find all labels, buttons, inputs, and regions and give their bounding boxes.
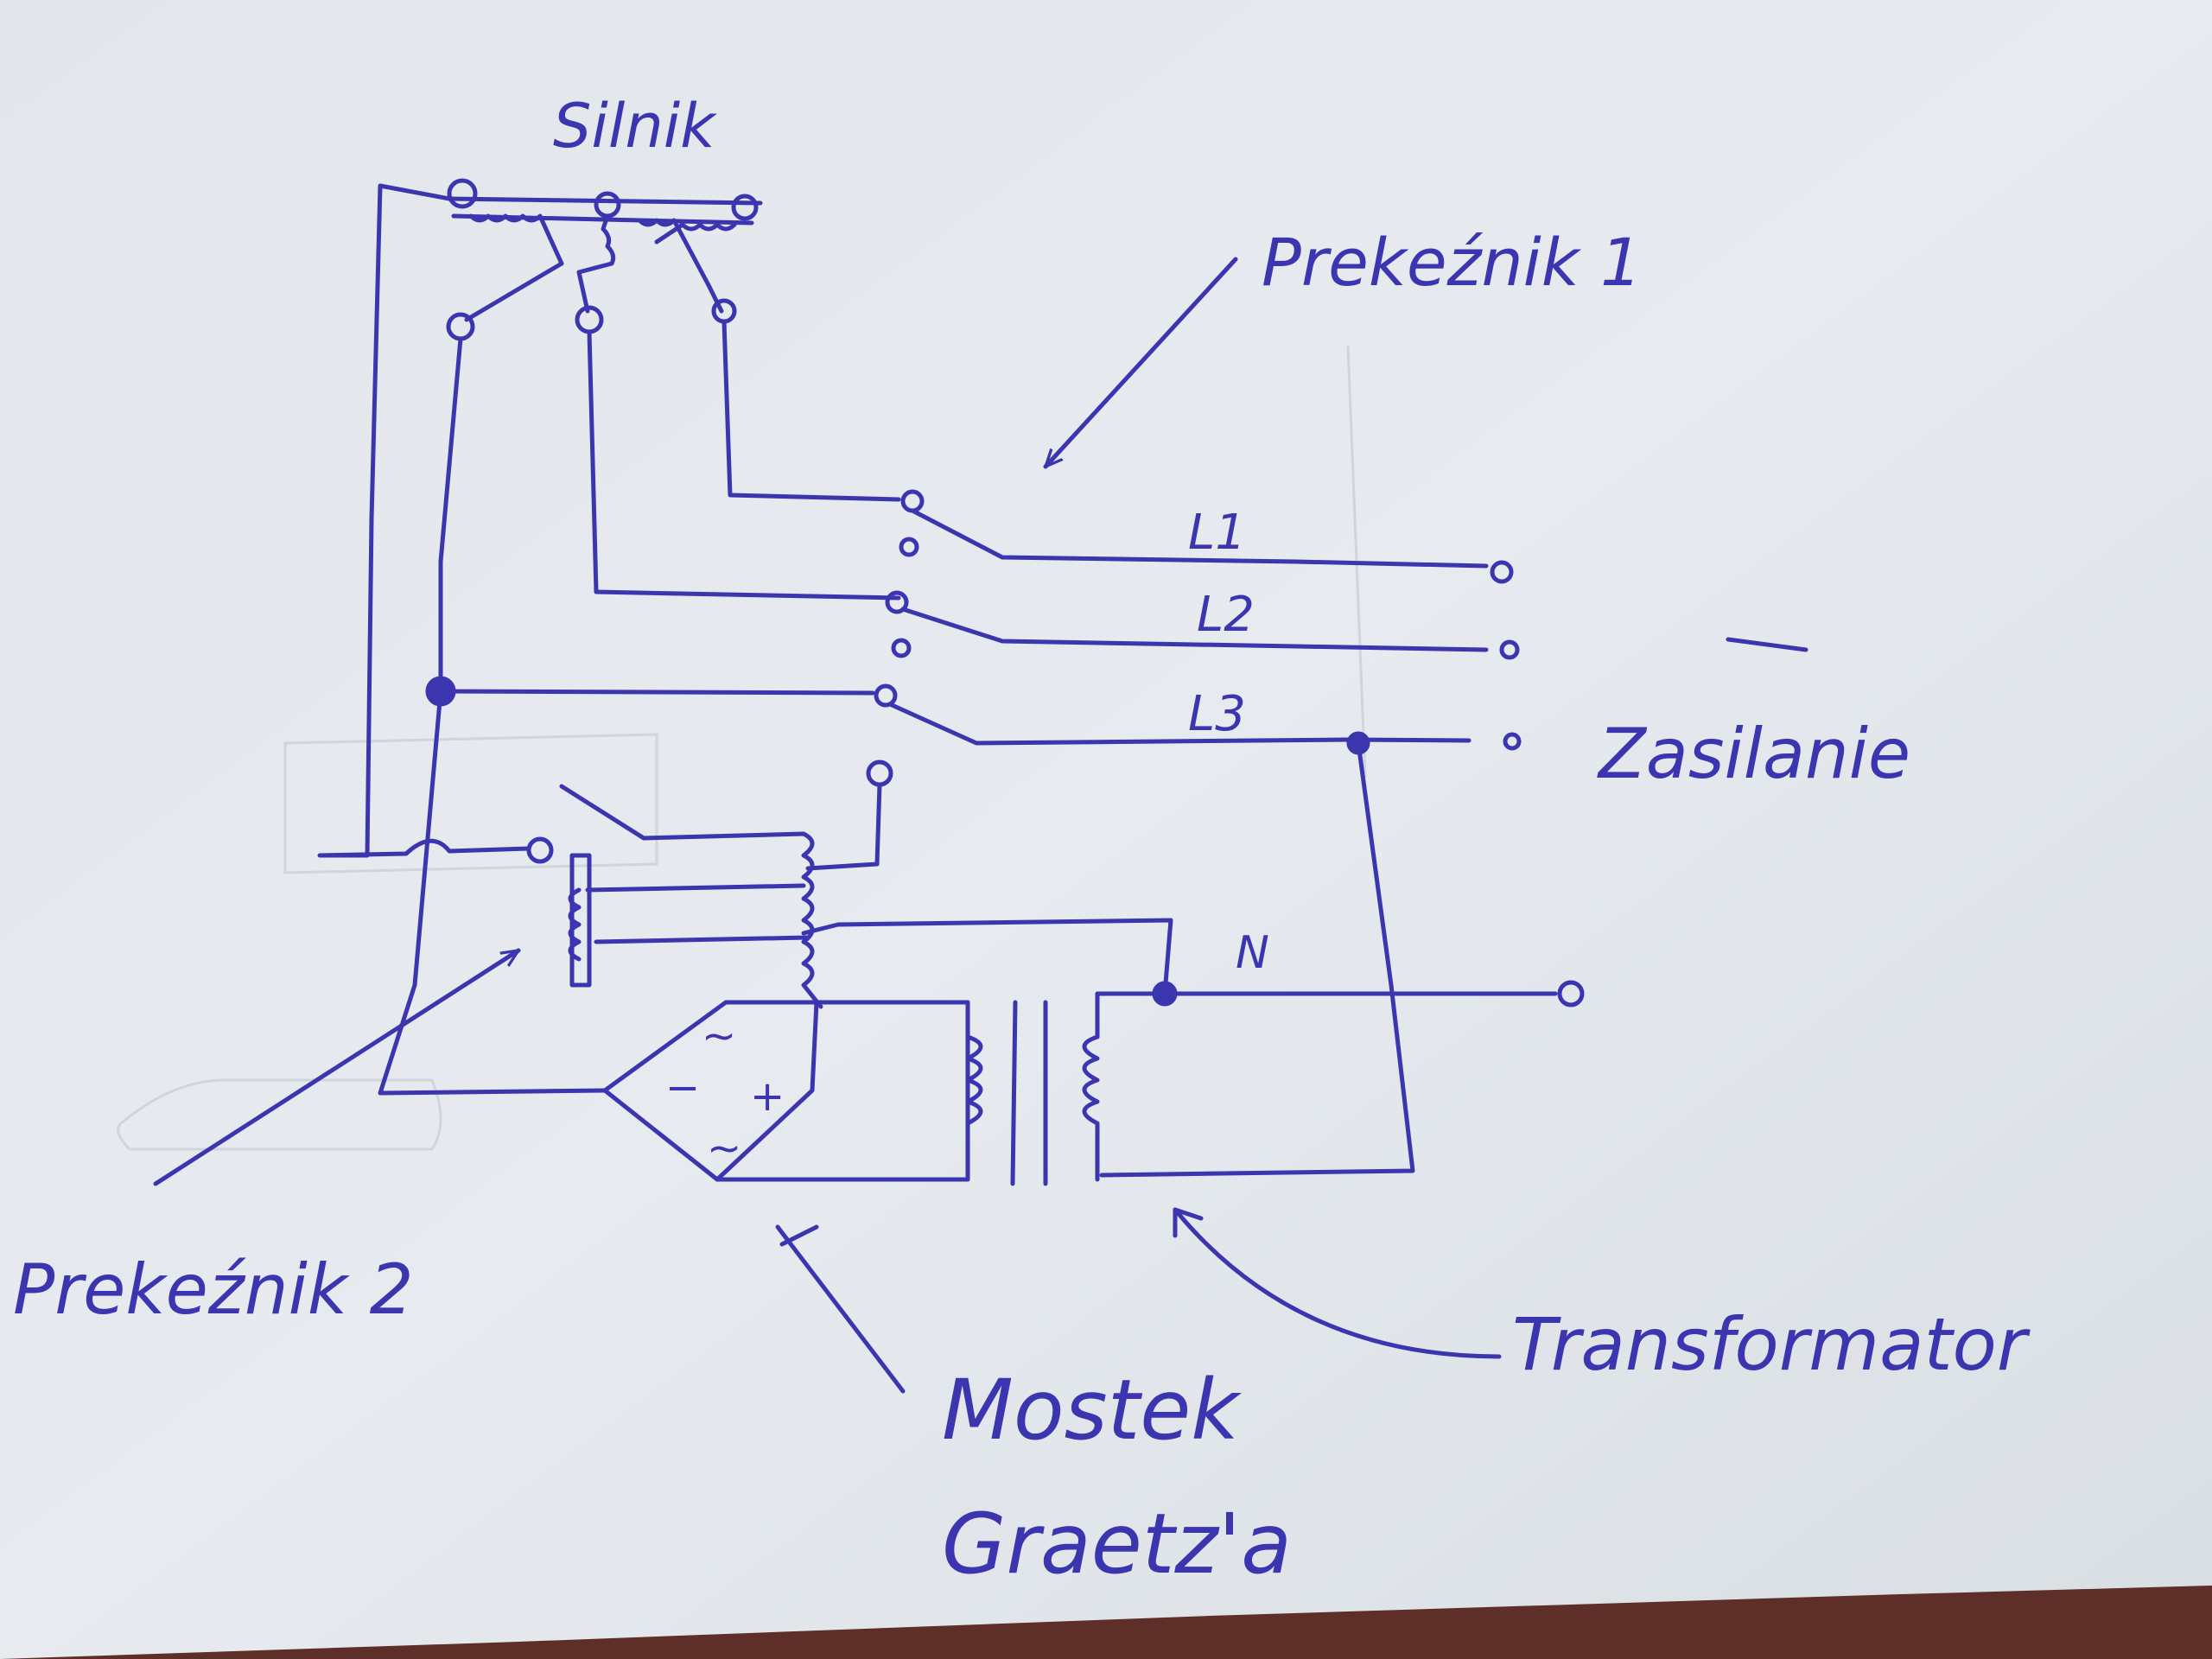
bridge-ac-bottom: ~ bbox=[707, 1124, 741, 1173]
switch1-contacts bbox=[874, 489, 1489, 746]
transformer bbox=[965, 991, 1167, 1186]
label-przelacznik1: Prekeźnik 1 bbox=[1262, 224, 1642, 301]
wire-motor-l1 bbox=[721, 319, 901, 502]
arrow-mostek bbox=[775, 1224, 906, 1394]
stray-dash bbox=[1726, 637, 1808, 652]
wire-common-down bbox=[378, 689, 607, 1096]
circuit-wiring bbox=[153, 178, 1808, 1394]
bridge-minus: − bbox=[665, 1064, 700, 1112]
relay-switch2 bbox=[559, 760, 893, 1009]
label-mostek-line2: Graetz'a bbox=[942, 1496, 1292, 1592]
arrow-przelacznik1 bbox=[1046, 257, 1238, 467]
label-przelacznik2: Prekeźnik 2 bbox=[13, 1249, 413, 1330]
wire-motor-l2 bbox=[587, 329, 901, 601]
label-l3: L3 bbox=[1188, 686, 1246, 742]
bridge-plus: + bbox=[750, 1072, 785, 1121]
wire-motor-l3 bbox=[438, 336, 875, 696]
wire-l3-tap bbox=[1099, 741, 1415, 1178]
label-mostek-line1: Mostek bbox=[942, 1362, 1242, 1459]
bridge-ac-top: ~ bbox=[702, 1012, 736, 1060]
label-n: N bbox=[1236, 927, 1269, 979]
label-transformator: Transformator bbox=[1512, 1302, 2031, 1387]
arrow-transformator bbox=[1173, 1207, 1502, 1359]
label-l2: L2 bbox=[1197, 587, 1255, 643]
arrow-przelacznik2 bbox=[153, 948, 518, 1186]
wire-motor-return bbox=[317, 183, 531, 858]
label-silnik: Silnik bbox=[553, 91, 717, 162]
motor-symbol bbox=[446, 178, 763, 341]
label-zasilanie: Zasilanie bbox=[1597, 714, 1910, 794]
label-l1: L1 bbox=[1188, 505, 1246, 561]
supply-terminals bbox=[1490, 560, 1585, 1007]
graetz-bridge bbox=[602, 1000, 970, 1182]
